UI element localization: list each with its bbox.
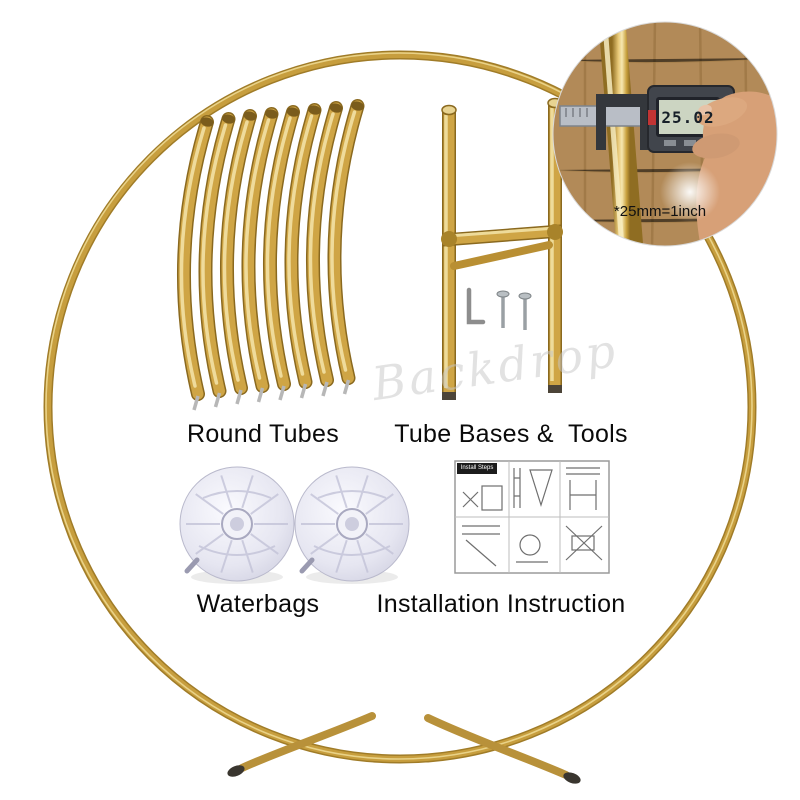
label-round-tubes: Round Tubes — [186, 420, 340, 448]
tools-graphic — [466, 287, 532, 330]
circle-stand-ring-graphic — [43, 50, 757, 764]
label-tube-bases-tools: Tube Bases & Tools — [394, 420, 628, 448]
waterbags-graphic — [180, 467, 409, 584]
label-installation-instruction: Installation Instruction — [376, 590, 626, 618]
instruction-sheet-graphic — [454, 460, 610, 574]
stand-legs-graphic — [227, 712, 581, 784]
instruction-sheet-title: Install Steps — [457, 463, 497, 474]
round-tubes-graphic — [181, 100, 364, 410]
measurement-note: *25mm=1inch — [613, 203, 707, 220]
caliper-lcd-reading: 25.02 — [661, 108, 715, 127]
label-waterbags: Waterbags — [196, 590, 320, 618]
